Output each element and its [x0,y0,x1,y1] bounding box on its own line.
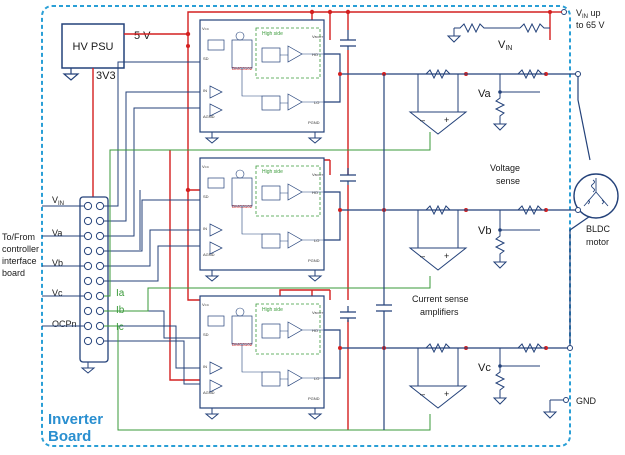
svg-text:–: – [420,115,425,125]
current-sense-label: Current sense [412,294,469,304]
board-border [41,5,571,447]
bldc-motor: BLDC motor [573,173,619,247]
psu-ground-icon [62,73,80,81]
svg-text:AGND: AGND [203,114,215,119]
current-amp-b [408,247,468,271]
svg-text:+: + [444,115,449,125]
current-label-ic: Ic [116,322,124,333]
svg-text:LO: LO [314,376,319,381]
svg-text:PGND: PGND [308,396,320,401]
svg-text:–: – [420,251,425,261]
vin-supply-label: VIN up [576,8,601,20]
pin-label-va: Va [52,228,62,238]
board-title-1: Inverter [48,411,103,428]
gnd-label: GND [576,396,597,406]
svg-text:controller: controller [2,244,39,254]
current-label-ia: Ia [116,288,125,299]
svg-text:PGND: PGND [308,258,320,263]
pin-label-vin: VIN [52,195,64,207]
voltage-dividers [466,68,546,405]
svg-text:+: + [444,251,449,261]
current-sense-label-2: amplifiers [420,307,459,317]
motor-label-2: motor [586,237,609,247]
power-rails [92,11,551,430]
pin-label-ocpn: OCPn [52,319,77,329]
gnd-terminal: GND [542,396,597,419]
svg-text:HO: HO [312,328,318,333]
svg-text:IN: IN [203,88,207,93]
vin-divider [446,22,550,43]
svg-text:IN: IN [203,226,207,231]
phase-label-vb: Vb [478,225,491,237]
driver-b-part: DMC3102 [232,204,253,209]
svg-text:HO: HO [312,190,318,195]
svg-text:To/From: To/From [2,232,35,242]
svg-text:SD: SD [203,332,209,337]
svg-text:VBOOT: VBOOT [312,172,323,177]
driver-b: High side DMC3102 VCC SD IN AGND VBOOT H… [199,157,325,271]
driver-c: High side DMC3102 VCC SD IN AGND VBOOT H… [199,295,325,409]
motor-label-1: BLDC [586,224,611,234]
driver-a: High side DMC3102 VCC SD IN AGND VBOOT H… [199,19,325,133]
driver-c-high-side: High side [262,307,283,313]
vin-supply-desc: to 65 V [576,20,605,30]
pin-label-vb: Vb [52,258,63,268]
phase-label-vc: Vc [478,362,491,374]
current-sense-network [392,68,468,409]
svg-text:SD: SD [203,194,209,199]
driver-a-high-side: High side [262,31,283,37]
svg-text:AGND: AGND [203,252,215,257]
driver-b-high-side: High side [262,169,283,175]
current-label-ib: Ib [116,305,125,316]
vin-divider-label: VIN [498,39,512,52]
svg-text:–: – [420,389,425,399]
current-sense-wires [104,132,431,431]
svg-text:LO: LO [314,238,319,243]
svg-text:PGND: PGND [308,120,320,125]
svg-text:board: board [2,268,25,278]
controller-connector [79,196,109,374]
hv-psu: HV PSU 5 V 3V3 [61,23,151,82]
driver-c-part: DMC3102 [232,342,253,347]
svg-text:LO: LO [314,100,319,105]
psu-label: HV PSU [73,41,114,53]
svg-text:VBOOT: VBOOT [312,34,323,39]
svg-text:interface: interface [2,256,37,266]
svg-text:+: + [444,389,449,399]
svg-text:IN: IN [203,364,207,369]
board-title-2: Board [48,428,91,445]
controller-label: To/From controller interface board [2,232,39,278]
svg-text:VBOOT: VBOOT [312,310,323,315]
current-amp-c [408,385,468,409]
current-amp-a [408,111,468,135]
voltage-sense-label-2: sense [496,176,520,186]
pin-label-vc: Vc [52,288,63,298]
psu-5v-label: 5 V [134,30,151,42]
svg-text:AGND: AGND [203,390,215,395]
driver-a-part: DMC3102 [232,66,253,71]
bulk-capacitors [340,30,392,430]
svg-text:VCC: VCC [202,26,210,31]
phase-buses [324,53,597,379]
svg-text:SD: SD [203,56,209,61]
rail-junctions [185,9,351,193]
psu-3v3-label: 3V3 [96,70,116,82]
svg-text:VCC: VCC [202,164,210,169]
driver-ground-icons [204,132,323,420]
svg-text:VCC: VCC [202,302,210,307]
phase-label-va: Va [478,88,492,100]
svg-text:HO: HO [312,52,318,57]
voltage-sense-label: Voltage [490,163,520,173]
